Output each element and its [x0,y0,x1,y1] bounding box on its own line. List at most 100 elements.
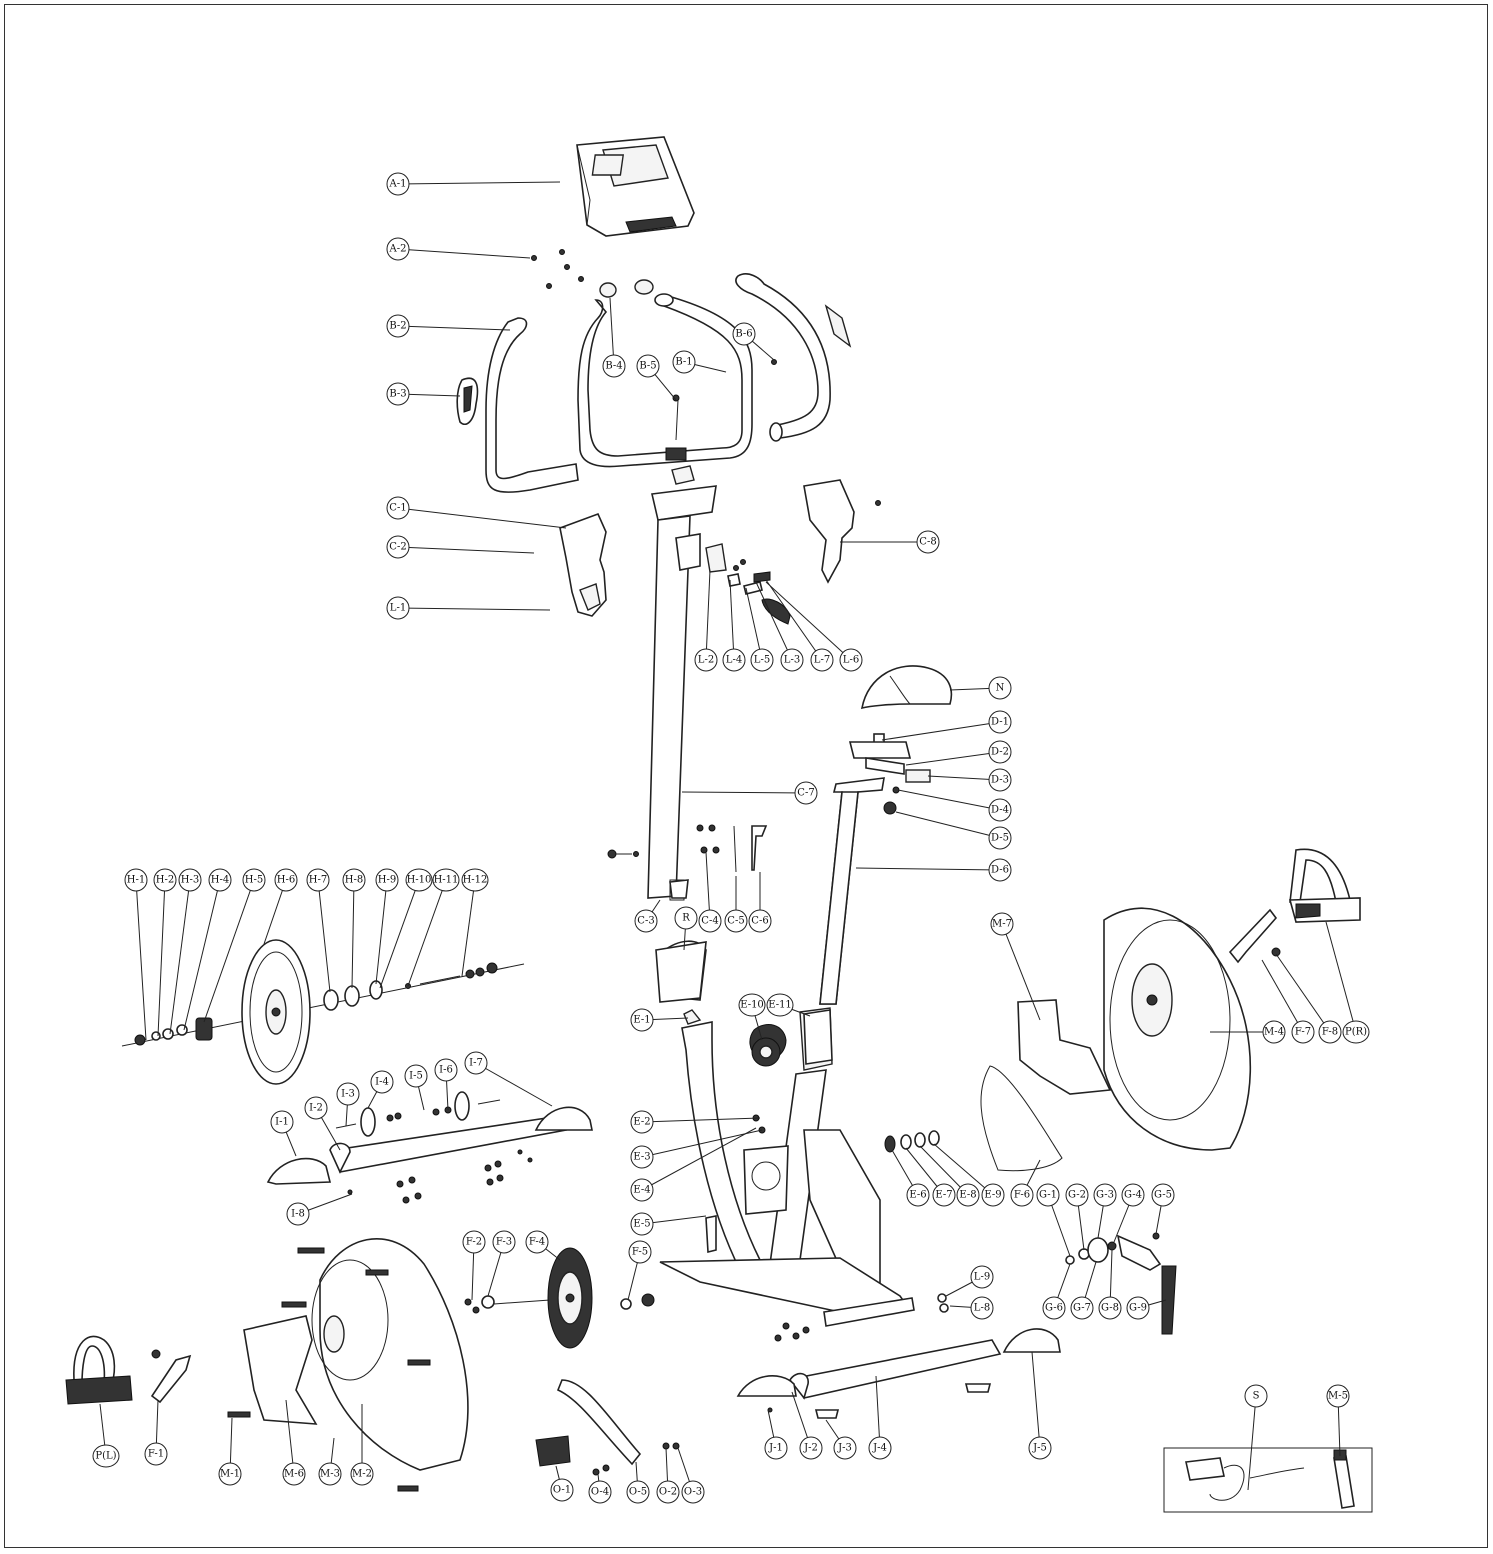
callout-i-1: I-1 [270,1110,294,1134]
callout-j-4: J-4 [868,1436,892,1460]
leader-line-l-3 [755,581,793,661]
callout-text: I-7 [469,1058,483,1069]
callout-h-4: H-4 [208,868,232,892]
callout-text: H-6 [277,875,295,886]
callout-b-6: B-6 [732,322,756,346]
leader-line-d-4 [897,789,1001,811]
sensor-bracket [535,1379,680,1476]
leader-line-h-2 [157,879,166,1037]
callout-h-8: H-8 [342,868,366,892]
callout-j-2: J-2 [799,1436,823,1460]
tension-control [727,559,791,625]
callout-b-2: B-2 [386,314,410,338]
callout-text: M-4 [1264,1027,1284,1038]
callout-m-7: M-7 [990,912,1014,936]
callout-text: B-4 [605,361,622,372]
callout-i-6: I-6 [434,1058,458,1082]
callout-m-3: M-3 [318,1462,342,1486]
callout-j-3: J-3 [833,1436,857,1460]
callout-pl: P(L) [92,1444,120,1468]
callout-text: E-3 [633,1152,650,1163]
callout-text: H-7 [309,875,327,886]
callout-g-7: G-7 [1070,1296,1094,1320]
callout-d-1: D-1 [988,710,1012,734]
leader-line-l-6 [765,581,852,661]
front-stabilizer [736,1293,1061,1419]
callout-h-7: H-7 [306,868,330,892]
callout-c-2: C-2 [386,535,410,559]
callout-text: J-4 [872,1443,887,1454]
leader-line-d-5 [895,811,1001,839]
callout-text: F-7 [1295,1027,1311,1038]
callout-text: H-9 [378,875,396,886]
callout-text: O-1 [553,1485,571,1496]
callout-f-6: F-6 [1010,1183,1034,1207]
rear-stabilizer [266,1091,593,1204]
callout-c-1: C-1 [386,496,410,520]
callout-text: H-5 [245,875,263,886]
callout-text: M-5 [1328,1391,1348,1402]
callout-text: M-2 [352,1469,372,1480]
callout-text: G-1 [1039,1190,1057,1201]
callout-f-1: F-1 [144,1442,168,1466]
callout-text: H-11 [434,875,459,886]
callout-text: A-2 [389,244,407,255]
callout-l-7: L-7 [810,648,834,672]
leader-line-h-5 [203,879,255,1023]
callout-e-9: E-9 [981,1183,1005,1207]
callout-text: P(L) [95,1451,116,1462]
callout-d-6: D-6 [988,858,1012,882]
callout-text: D-6 [991,865,1009,876]
callout-a-2: A-2 [386,237,410,261]
leader-line-j-4 [875,1375,881,1449]
callout-text: F-1 [148,1449,164,1460]
callout-text: F-3 [496,1237,512,1248]
leader-lines [99,181,1357,1493]
callout-text: C-1 [389,503,406,514]
callout-text: E-8 [959,1190,976,1201]
callout-e-4: E-4 [630,1178,654,1202]
callout-text: L-3 [784,655,800,666]
leader-line-h-9 [375,879,388,985]
callout-text: G-5 [1154,1190,1172,1201]
leader-line-d-1 [881,721,1001,741]
handlebar-post [647,465,727,901]
callout-n: N [988,676,1012,700]
callout-text: E-7 [935,1190,952,1201]
callout-f-2: F-2 [462,1230,486,1254]
callout-text: C-3 [637,916,654,927]
callout-text: L-9 [974,1272,990,1283]
page-border [4,4,1488,1548]
callout-g-1: G-1 [1036,1183,1060,1207]
callout-i-4: I-4 [370,1070,394,1094]
callout-m-5: M-5 [1326,1384,1350,1408]
callout-h-2: H-2 [153,868,177,892]
callout-h-9: H-9 [375,868,399,892]
leader-line-l-7 [765,579,823,661]
callout-o-4: O-4 [588,1480,612,1504]
callout-text: B-3 [389,389,406,400]
leader-line-b-2 [397,325,511,331]
callout-d-2: D-2 [988,740,1012,764]
leader-line-c-7 [681,791,807,794]
callout-h-12: H-12 [461,868,489,892]
callout-o-2: O-2 [656,1480,680,1504]
callout-text: G-2 [1068,1190,1086,1201]
callout-text: E-2 [633,1117,650,1128]
callout-text: E-10 [740,1000,764,1011]
callout-g-2: G-2 [1065,1183,1089,1207]
callout-text: D-4 [991,805,1009,816]
handlebar-assembly [456,273,852,493]
leader-line-m-7 [1001,923,1041,1021]
leader-line-h-1 [135,879,147,1041]
callout-b-4: B-4 [602,354,626,378]
callout-text: G-7 [1073,1303,1091,1314]
left-shroud [227,1238,469,1492]
seat [860,665,953,710]
callout-text: D-3 [991,775,1009,786]
callout-f-4: F-4 [525,1230,549,1254]
callout-text: G-8 [1101,1303,1119,1314]
callout-b-5: B-5 [636,354,660,378]
leader-line-f-8 [1275,953,1331,1033]
